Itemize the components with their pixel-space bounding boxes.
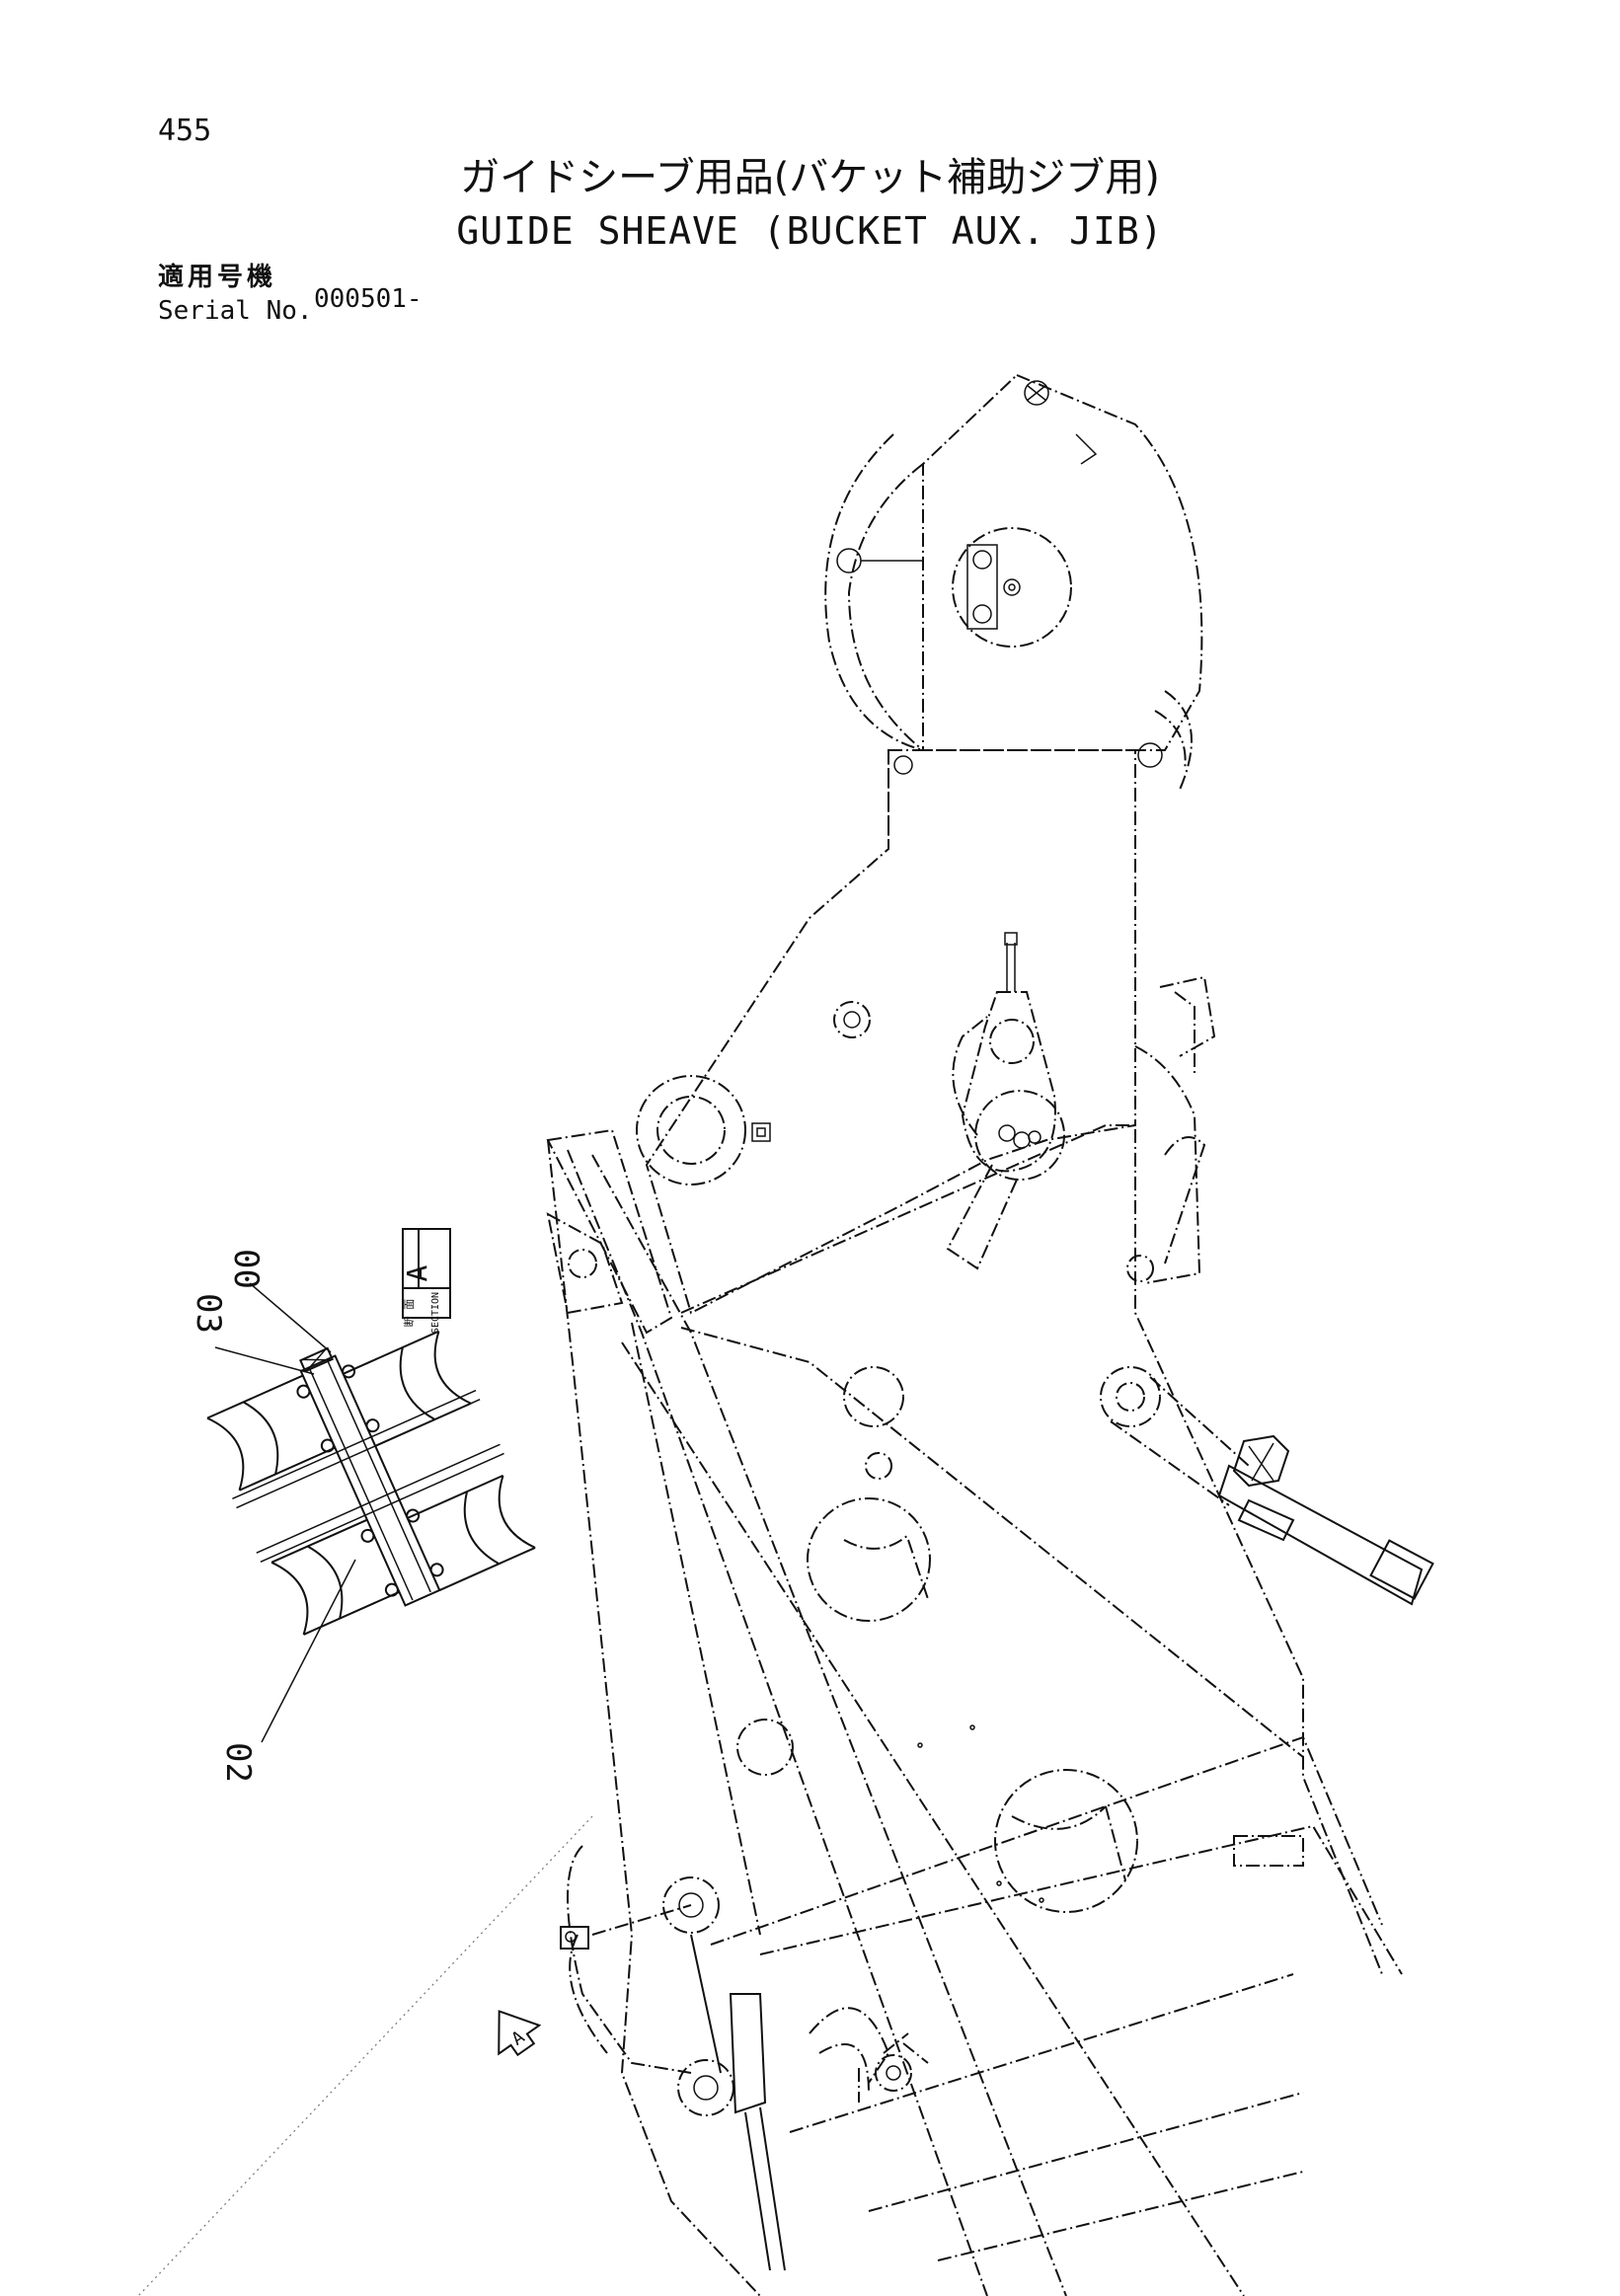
section-label-japanese: 断 面 [402,1299,416,1328]
view-a-marker: A [498,2010,542,2057]
section-letter: A [401,1264,433,1281]
serial-number-value: 000501- [314,284,423,314]
sheave-mount-plate [636,749,1136,1315]
title-english: GUIDE SHEAVE (BUCKET AUX. JIB) [456,209,1164,253]
callout-leader-02 [261,1559,356,1743]
title-japanese: ガイドシーブ用品(バケット補助ジブ用) [460,155,1160,200]
jib-main-body [546,1124,1403,2296]
serial-label-japanese: 適用号機 [158,263,277,292]
dotted-leader-line [137,1815,593,2296]
lower-sheave-assembly [560,1845,929,2271]
callout-leader-00 [249,1282,332,1353]
page-number: 455 [158,114,212,148]
callout-03: 03 [189,1293,228,1334]
callout-02: 02 [218,1742,258,1783]
section-label-english: SECTION [430,1292,441,1334]
callout-00: 00 [226,1249,266,1289]
right-link-arm [1100,1366,1434,1606]
upper-sheave-bracket [824,373,1203,791]
serial-label-english: Serial No. [158,296,313,326]
section-a-label: A 断 面 SECTION [401,1228,451,1334]
callout-leader-03 [214,1346,315,1375]
side-rod-right [1134,975,1216,1284]
section-a-detail [206,1330,536,1636]
